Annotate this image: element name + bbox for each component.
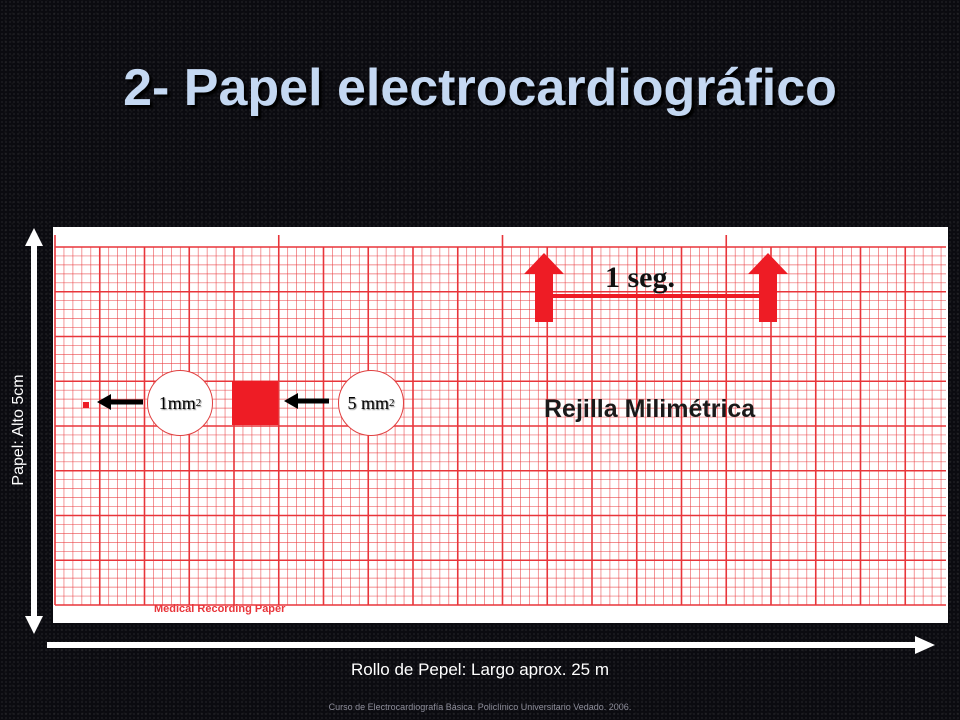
paper-brand-label: Medical Recording Paper: [154, 603, 286, 615]
small-square-sample: [83, 402, 89, 408]
one-second-label: 1 seg.: [605, 261, 675, 294]
height-double-arrow-icon: [25, 228, 43, 634]
right-up-arrow-icon: [748, 253, 788, 322]
one-second-marker: [83, 253, 788, 425]
large-square-sample: [232, 381, 278, 425]
paper-height-label: Papel: Alto 5cm: [10, 374, 27, 486]
length-arrow-icon: [47, 636, 935, 654]
small-square-label: 1mm: [158, 392, 196, 413]
large-square-exponent: 2: [389, 397, 395, 409]
paper-length-label: Rollo de Pepel: Largo aprox. 25 m: [351, 660, 609, 679]
left-arrow-icon-large: [284, 393, 329, 409]
left-up-arrow-icon: [524, 253, 564, 322]
slide-title: 2- Papel electrocardiográfico: [123, 59, 837, 117]
grid-label: Rejilla Milimétrica: [544, 395, 756, 423]
footer-credit: Curso de Electrocardiografía Básica. Pol…: [328, 702, 632, 712]
large-square-label: 5 mm: [347, 392, 389, 413]
small-square-exponent: 2: [195, 397, 202, 409]
left-arrow-icon-small: [97, 394, 143, 410]
